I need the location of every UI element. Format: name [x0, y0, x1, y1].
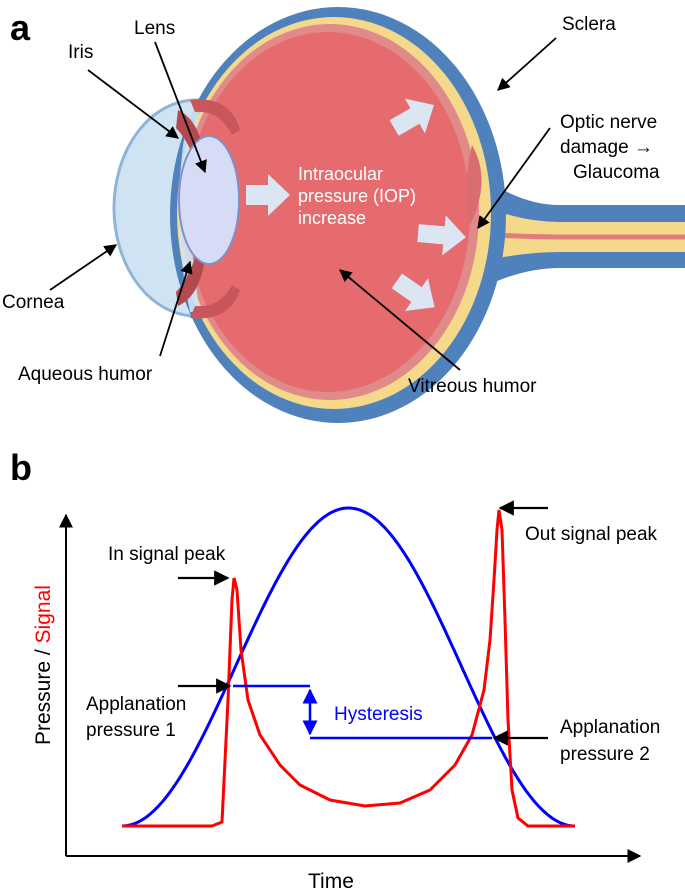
ciliary-upper [190, 99, 240, 135]
applanation-2-label-line2: pressure 2 [560, 744, 650, 765]
iop-arrows [246, 98, 466, 311]
iris-lower [176, 250, 205, 306]
cornea-pointer [49, 244, 118, 291]
vitreous-label: Vitreous humor [408, 376, 537, 397]
aqueous-pointer [159, 260, 193, 357]
applanation-2-label-line1: Applanation [560, 717, 660, 738]
iop-arrow-right [417, 215, 466, 256]
panel-a-letter: a [10, 7, 31, 48]
y-axis-label: Pressure / Signal [32, 585, 55, 745]
panel-b-pointers [178, 500, 548, 746]
ciliary-lower [190, 285, 240, 319]
out-peak-label: Out signal peak [525, 524, 658, 545]
optic-disc [466, 145, 482, 225]
hysteresis-label: Hysteresis [334, 704, 423, 725]
aqueous-label: Aqueous humor [18, 364, 153, 385]
sclera-label: Sclera [562, 14, 616, 35]
lens [178, 135, 240, 265]
lens-label: Lens [134, 18, 175, 39]
panel-b-axes [59, 513, 642, 863]
iop-label-line1: Intraocular [298, 164, 383, 184]
signal-curve [122, 509, 575, 828]
optic-label-line2: damage → [560, 137, 653, 158]
lens-pointer [154, 41, 207, 174]
eye-diagram: Intraocular pressure (IOP) increase [112, 7, 685, 423]
iris-label: Iris [68, 42, 93, 63]
sclera-pointer [497, 37, 557, 91]
y-axis-label-signal: Signal [32, 585, 55, 643]
iop-arrow-center [246, 174, 290, 216]
in-peak-label: In signal peak [108, 544, 226, 565]
iop-label-line2: pressure (IOP) [298, 186, 416, 206]
panel-b-letter: b [10, 447, 32, 488]
optic-nerve [470, 200, 685, 265]
cornea-label: Cornea [2, 292, 65, 313]
optic-pointer [477, 127, 551, 230]
x-axis-label: Time [308, 870, 354, 893]
optic-label-line3: Glaucoma [573, 162, 660, 183]
iop-arrow-upper [389, 98, 434, 136]
iop-label-line3: increase [298, 208, 366, 228]
applanation-1-label-line1: Applanation [86, 694, 186, 715]
vitreous-pointer [339, 269, 461, 371]
y-axis-label-sep: / [32, 643, 55, 661]
hysteresis-lines [233, 684, 492, 740]
panel-a-pointers [49, 37, 557, 371]
applanation-1-label-line2: pressure 1 [86, 720, 176, 741]
iop-arrow-lower [391, 273, 435, 311]
optic-label-line1: Optic nerve [560, 112, 657, 133]
iris-pointer [87, 69, 180, 139]
y-axis-label-pressure: Pressure [32, 661, 55, 745]
